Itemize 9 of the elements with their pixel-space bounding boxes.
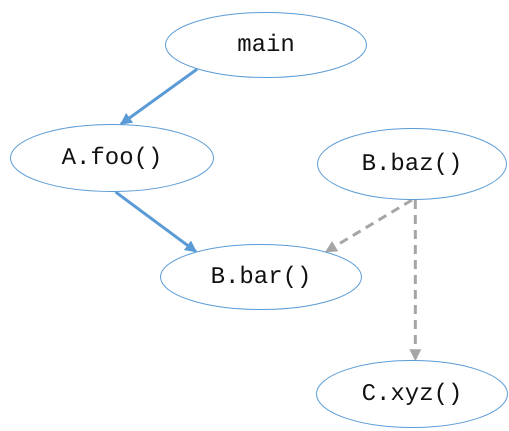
arrow [409, 200, 422, 362]
function-name: A.foo() [62, 144, 162, 172]
function-name: C.xyz() [362, 380, 462, 408]
arrow [324, 198, 413, 253]
function-name: B.baz() [362, 150, 462, 178]
function-name: B.bar() [210, 264, 312, 290]
function-name: main [237, 32, 295, 58]
arrow [120, 68, 198, 126]
arrow [114, 190, 198, 253]
